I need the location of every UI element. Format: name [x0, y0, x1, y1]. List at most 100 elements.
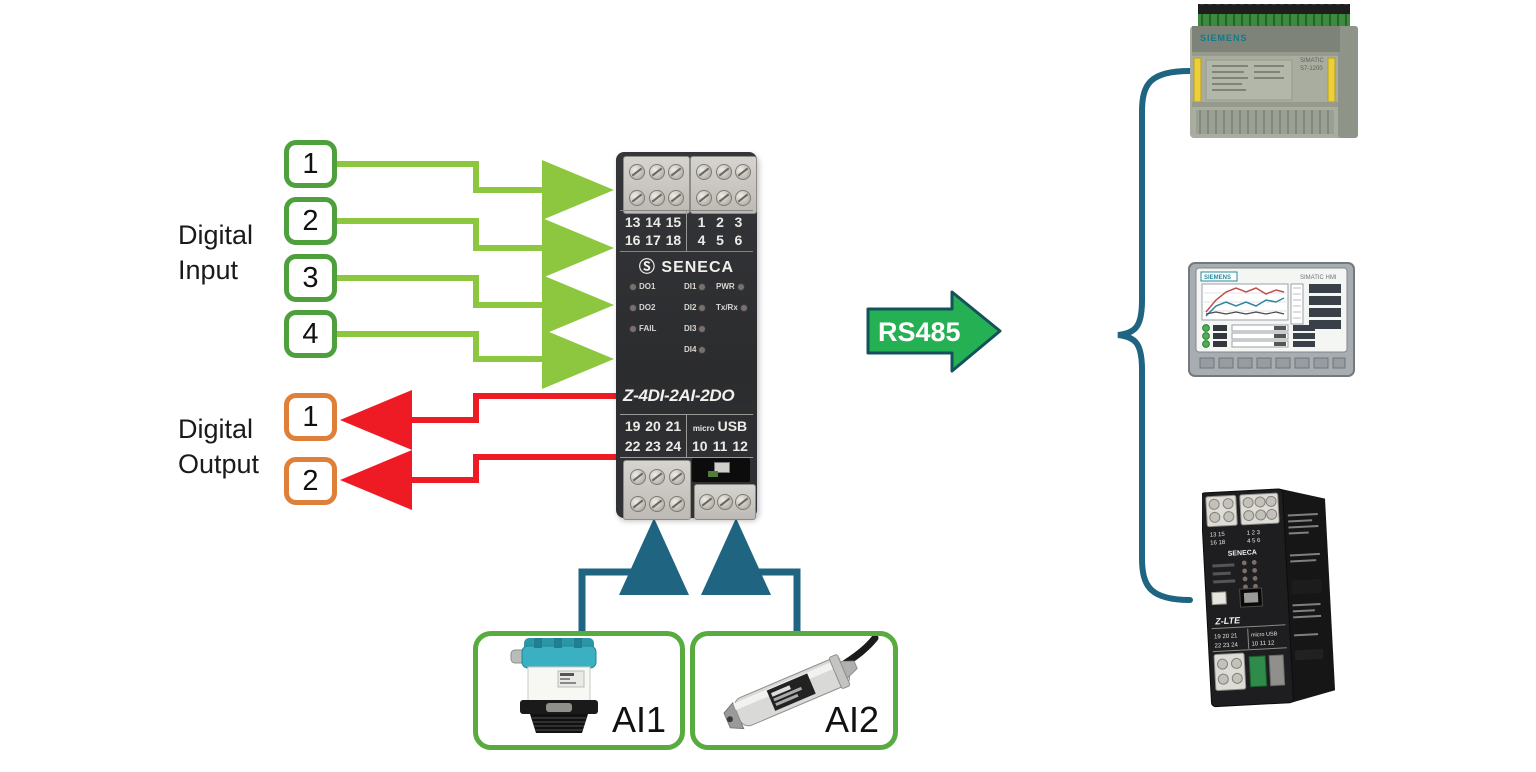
terminal-12: 12: [732, 437, 748, 454]
digital-input-wires: [337, 160, 614, 389]
micro-usb-label: USB: [717, 418, 748, 435]
terminal-screw-icon: [717, 494, 733, 510]
di3-led-label: DI3: [684, 324, 697, 333]
fail-led-label: FAIL: [639, 324, 657, 333]
digital-output-label: Digital Output: [178, 412, 259, 482]
gateway-terminals-top-right-row2: 4 5 6: [1247, 538, 1261, 545]
seneca-z-lte-gateway: 13 15 16 18 1 2 3 4 5 6 SENECA Z-LTE: [1200, 486, 1336, 710]
module-terminal-block-bottom-left: [623, 460, 691, 520]
di2-led-label: DI2: [684, 303, 697, 312]
digital-output-port-1: 1: [284, 393, 337, 441]
di2-led-icon: [699, 304, 706, 311]
terminal-14: 14: [645, 213, 661, 230]
terminal-screw-icon: [629, 190, 646, 206]
bus-brace: [1117, 68, 1193, 603]
di-wire-2: [337, 218, 614, 278]
digital-input-port-4: 4: [284, 310, 337, 358]
terminal-13: 13: [624, 213, 641, 230]
digital-input-label-line2: Input: [178, 255, 239, 285]
do2-led-label: DO2: [639, 303, 656, 312]
rs485-arrow: RS485: [866, 290, 1002, 373]
gateway-terminals-bottom-left-row2: 22 23 24: [1214, 642, 1238, 649]
digital-input-port-3: 3: [284, 254, 337, 302]
terminal-screw-icon: [649, 495, 665, 512]
terminal-screw-icon: [648, 164, 665, 180]
module-terminal-block-top-left: [623, 156, 690, 214]
terminal-screw-icon: [648, 190, 665, 206]
digital-output-label-line2: Output: [178, 449, 260, 479]
module-top-terminal-numbers: 13 14 15 16 17 18 1 2 3 4 5: [620, 210, 753, 252]
digital-input-label: Digital Input: [178, 218, 253, 288]
terminal-screw-icon: [629, 164, 646, 180]
do1-led-label: DO1: [639, 282, 656, 291]
module-terminal-block-top-right: [690, 156, 757, 214]
seneca-logo-icon: Ⓢ: [638, 259, 656, 276]
gateway-brand: SENECA: [1228, 549, 1258, 558]
digital-output-label-line1: Digital: [178, 414, 254, 444]
ai1-label: AI1: [611, 699, 666, 740]
gateway-terminals-top-left-row1: 13 15: [1210, 532, 1226, 539]
led-column-status: PWR Tx/Rx: [716, 276, 747, 318]
plc-model: S7-1200: [1300, 66, 1323, 72]
terminal-screw-icon: [667, 164, 684, 180]
hmi-function-keys: [1199, 357, 1346, 369]
terminal-screw-icon: [629, 495, 646, 512]
di-wire-3: [337, 275, 614, 335]
di1-led-label: DI1: [684, 282, 697, 291]
gateway-usb-label: micro USB: [1251, 631, 1278, 638]
digital-input-port-1: 1: [284, 140, 337, 188]
seneca-module: 13 14 15 16 17 18 1 2 3 4 5: [616, 152, 757, 520]
ai1-wire: [578, 518, 689, 631]
module-led-panel: DO1 DO2 FAIL DI1 DI2 DI3 DI4 PWR Tx/Rx: [616, 276, 757, 362]
terminal-24: 24: [665, 437, 682, 454]
gateway-terminals-bottom-right: 10 11 12: [1251, 640, 1275, 647]
terminal-10: 10: [692, 437, 708, 454]
led-column-inputs: DI1 DI2 DI3 DI4: [684, 276, 706, 360]
ai1-sensor-box: AI1: [473, 631, 685, 750]
di-wire-1: [337, 160, 614, 220]
terminal-19: 19: [624, 418, 641, 435]
terminal-screw-icon: [715, 164, 732, 180]
di1-led-icon: [699, 283, 706, 290]
terminal-screw-icon: [668, 495, 685, 512]
terminal-21: 21: [665, 418, 682, 435]
terminal-22: 22: [624, 437, 641, 454]
terminal-screw-icon: [668, 468, 685, 485]
terminal-16: 16: [624, 232, 641, 249]
gateway-terminals-top-left-row2: 16 18: [1210, 540, 1226, 547]
terminal-screw-icon: [649, 468, 665, 485]
terminal-screw-icon: [696, 190, 713, 206]
terminal-screw-icon: [715, 190, 732, 206]
terminal-4: 4: [697, 232, 706, 249]
siemens-hmi: SIEMENS SIMATIC HMI: [1188, 262, 1355, 377]
plc-brand: SIEMENS: [1200, 33, 1248, 43]
di-wire-4: [337, 329, 614, 389]
di3-led-icon: [699, 325, 706, 332]
terminal-18: 18: [665, 232, 682, 249]
terminal-screw-icon: [734, 164, 751, 180]
ai2-label: AI2: [824, 699, 879, 740]
module-model-label: Z-4DI-2AI-2DO: [623, 386, 735, 405]
fail-led-icon: [630, 325, 636, 332]
pwr-led-label: PWR: [716, 282, 735, 291]
micro-usb-port: [692, 458, 750, 482]
terminal-11: 11: [712, 437, 728, 454]
terminal-3: 3: [734, 213, 743, 230]
submersible-pressure-sensor: [723, 634, 879, 730]
ai2-wire: [701, 518, 801, 631]
module-terminal-block-bottom-right: [694, 484, 756, 520]
hmi-screen-title: SIMATIC HMI: [1300, 275, 1337, 281]
terminal-15: 15: [665, 213, 682, 230]
terminal-screw-icon: [696, 164, 713, 180]
do2-led-icon: [630, 304, 636, 311]
di4-led-label: DI4: [684, 345, 697, 354]
terminal-screw-icon: [667, 190, 684, 206]
plc-series: SIMATIC: [1300, 58, 1325, 64]
digital-output-wires: [340, 390, 618, 510]
ai2-sensor-box: AI2: [690, 631, 898, 750]
led-column-outputs: DO1 DO2 FAIL: [630, 276, 656, 339]
terminal-1: 1: [697, 213, 706, 230]
gateway-model: Z-LTE: [1214, 615, 1241, 626]
gateway-terminals-top-right-row1: 1 2 3: [1247, 530, 1261, 537]
